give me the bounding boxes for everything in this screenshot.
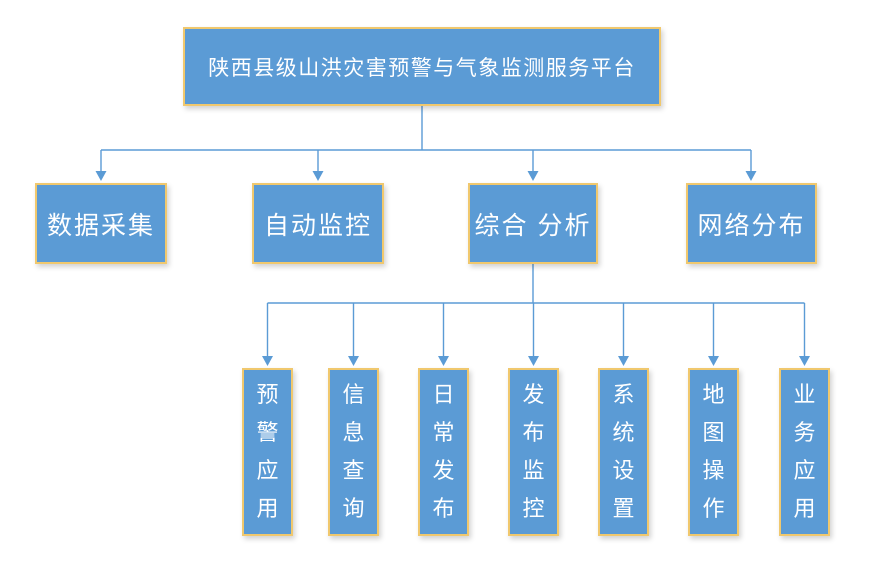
arrowhead-icon — [708, 356, 719, 366]
node-map-operations: 地图操作 — [688, 368, 739, 536]
node-label: 自动监控 — [263, 211, 372, 240]
node-auto-monitoring: 自动监控 — [252, 183, 384, 264]
arrowhead-icon — [95, 171, 107, 181]
connector-level2-to-level3 — [266, 264, 806, 357]
node-label: 陕西县级山洪灾害预警与气象监测服务平台 — [208, 56, 636, 80]
arrowhead-icon — [618, 356, 629, 366]
arrowhead-icon — [745, 171, 757, 181]
node-label: 日常发布 — [432, 382, 455, 521]
node-data-collection: 数据采集 — [35, 183, 167, 264]
arrowhead-icon — [528, 356, 539, 366]
node-network-distribution: 网络分布 — [686, 183, 817, 264]
node-platform-root: 陕西县级山洪灾害预警与气象监测服务平台 — [183, 27, 661, 106]
node-label: 数据采集 — [46, 211, 155, 240]
node-label: 网络分布 — [697, 211, 806, 240]
node-system-settings: 系统设置 — [598, 368, 649, 536]
arrowhead-icon — [799, 356, 810, 366]
node-label: 预警应用 — [256, 382, 279, 521]
arrowhead-icon — [262, 356, 273, 366]
node-label: 业务应用 — [793, 382, 816, 521]
node-label: 信息查询 — [342, 382, 365, 521]
arrowhead-icon — [312, 171, 324, 181]
node-daily-publishing: 日常发布 — [418, 368, 469, 536]
arrowhead-icon — [527, 171, 539, 181]
node-business-application: 业务应用 — [779, 368, 830, 536]
node-comprehensive-analysis: 综合 分析 — [468, 183, 598, 264]
connector-level1-to-level2 — [100, 106, 752, 172]
node-label: 综合 分析 — [474, 211, 592, 240]
node-label: 发布监控 — [522, 382, 545, 521]
arrowhead-icon — [438, 356, 449, 366]
node-label: 地图操作 — [702, 382, 725, 521]
node-label: 系统设置 — [612, 382, 635, 521]
node-information-query: 信息查询 — [328, 368, 379, 536]
arrowhead-icon — [348, 356, 359, 366]
node-warning-application: 预警应用 — [242, 368, 293, 536]
node-publish-monitoring: 发布监控 — [508, 368, 559, 536]
